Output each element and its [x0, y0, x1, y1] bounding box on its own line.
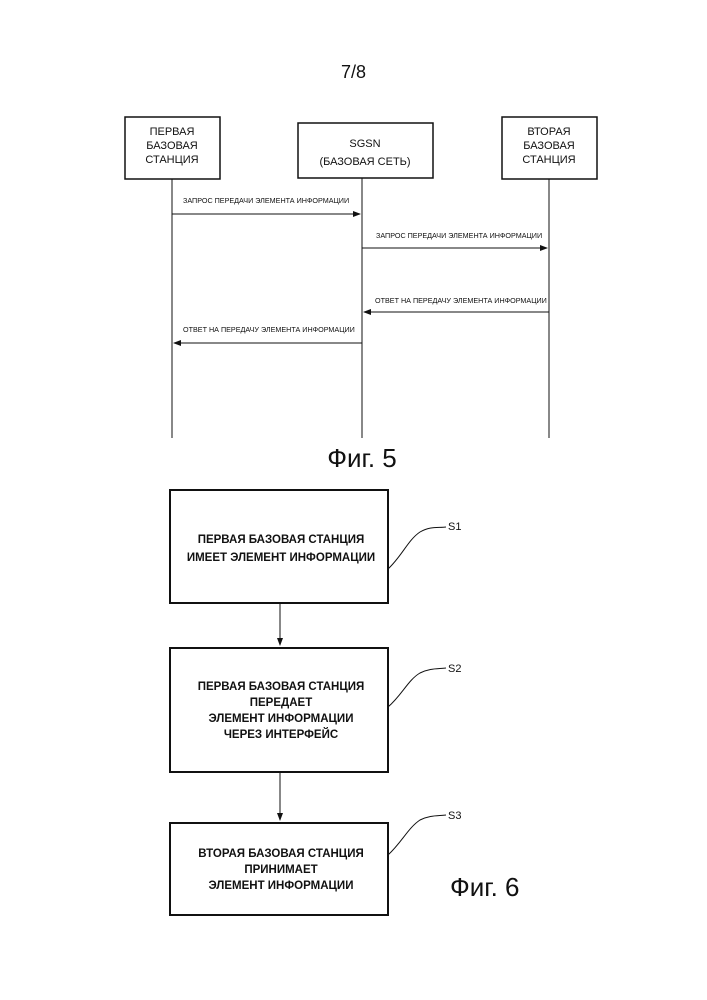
message-4: ОТВЕТ НА ПЕРЕДАЧУ ЭЛЕМЕНТА ИНФОРМАЦИИ: [174, 325, 362, 343]
figure-5-sequence-diagram: ПЕРВАЯ БАЗОВАЯ СТАНЦИЯ SGSN (БАЗОВАЯ СЕТ…: [125, 117, 597, 473]
step-label: S1: [448, 521, 461, 533]
step-label: S3: [448, 810, 461, 822]
message-label: ЗАПРОС ПЕРЕДАЧИ ЭЛЕМЕНТА ИНФОРМАЦИИ: [183, 196, 349, 205]
step-leader-line: [388, 527, 446, 569]
step-text-line: ИМЕЕТ ЭЛЕМЕНТ ИНФОРМАЦИИ: [187, 552, 375, 564]
entity-label-line: БАЗОВАЯ: [146, 140, 198, 152]
message-label: ОТВЕТ НА ПЕРЕДАЧУ ЭЛЕМЕНТА ИНФОРМАЦИИ: [183, 325, 355, 334]
entity-label-line: ПЕРВАЯ: [150, 126, 195, 138]
entity-first-base-station: ПЕРВАЯ БАЗОВАЯ СТАНЦИЯ: [125, 117, 220, 179]
step-text-line: ПЕРВАЯ БАЗОВАЯ СТАНЦИЯ: [198, 681, 365, 693]
step-text-line: ЭЛЕМЕНТ ИНФОРМАЦИИ: [209, 880, 354, 892]
step-leader-line: [388, 668, 446, 707]
entity-label-line: ВТОРАЯ: [527, 126, 570, 138]
step-text-line: ПЕРВАЯ БАЗОВАЯ СТАНЦИЯ: [198, 534, 365, 546]
step-text-line: ЧЕРЕЗ ИНТЕРФЕЙС: [224, 728, 338, 741]
figure-5-caption: Фиг. 5: [327, 443, 397, 473]
message-3: ОТВЕТ НА ПЕРЕДАЧУ ЭЛЕМЕНТА ИНФОРМАЦИИ: [364, 296, 549, 312]
step-s1: ПЕРВАЯ БАЗОВАЯ СТАНЦИЯ ИМЕЕТ ЭЛЕМЕНТ ИНФ…: [170, 490, 461, 603]
message-1: ЗАПРОС ПЕРЕДАЧИ ЭЛЕМЕНТА ИНФОРМАЦИИ: [172, 196, 360, 214]
message-label: ЗАПРОС ПЕРЕДАЧИ ЭЛЕМЕНТА ИНФОРМАЦИИ: [376, 231, 542, 240]
entity-label-line: СТАНЦИЯ: [145, 154, 198, 166]
entity-second-base-station: ВТОРАЯ БАЗОВАЯ СТАНЦИЯ: [502, 117, 597, 179]
step-leader-line: [388, 815, 446, 855]
message-2: ЗАПРОС ПЕРЕДАЧИ ЭЛЕМЕНТА ИНФОРМАЦИИ: [362, 231, 547, 248]
entity-label-line: БАЗОВАЯ: [523, 140, 575, 152]
entity-sgsn-core-network: SGSN (БАЗОВАЯ СЕТЬ): [298, 123, 433, 178]
step-text-line: ПРИНИМАЕТ: [244, 864, 317, 876]
figure-6-caption: Фиг. 6: [450, 872, 520, 902]
entity-label-line: SGSN: [349, 138, 380, 150]
figure-6-flowchart: ПЕРВАЯ БАЗОВАЯ СТАНЦИЯ ИМЕЕТ ЭЛЕМЕНТ ИНФ…: [170, 490, 520, 915]
step-s2: ПЕРВАЯ БАЗОВАЯ СТАНЦИЯ ПЕРЕДАЕТ ЭЛЕМЕНТ …: [170, 648, 461, 772]
step-text-line: ВТОРАЯ БАЗОВАЯ СТАНЦИЯ: [198, 848, 363, 860]
entity-label-line: (БАЗОВАЯ СЕТЬ): [319, 156, 410, 168]
entity-label-line: СТАНЦИЯ: [522, 154, 575, 166]
step-text-line: ЭЛЕМЕНТ ИНФОРМАЦИИ: [209, 713, 354, 725]
step-label: S2: [448, 663, 461, 675]
step-s3: ВТОРАЯ БАЗОВАЯ СТАНЦИЯ ПРИНИМАЕТ ЭЛЕМЕНТ…: [170, 810, 461, 915]
message-label: ОТВЕТ НА ПЕРЕДАЧУ ЭЛЕМЕНТА ИНФОРМАЦИИ: [375, 296, 547, 305]
step-text-line: ПЕРЕДАЕТ: [250, 697, 312, 709]
